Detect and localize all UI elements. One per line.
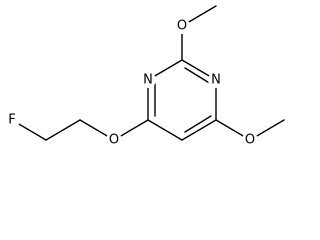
bond-c2-n3-inner: [184, 67, 212, 85]
atom-bg-n-left: [140, 72, 156, 88]
atom-label-o-right: O: [245, 133, 255, 148]
atom-bg-f: [4, 112, 20, 128]
atom-label-o-top: O: [177, 19, 187, 34]
atom-label-f: F: [8, 113, 15, 128]
atom-label-o-left: O: [109, 133, 119, 148]
bond-c4-c5-inner: [184, 115, 212, 133]
atom-label-n-right: N: [211, 73, 221, 88]
atom-bg-o-right: [242, 132, 258, 148]
bond-c5-c6: [147, 119, 183, 141]
atom-bg-o-top: [174, 18, 190, 34]
bond-c4-c5: [181, 119, 217, 141]
atom-bg-o-left: [106, 132, 122, 148]
chemical-structure: N N O O O F: [4, 5, 285, 148]
atom-label-n-left: N: [143, 73, 153, 88]
bond-ch2-ch2: [45, 119, 81, 141]
atom-bg-n-right: [208, 72, 224, 88]
